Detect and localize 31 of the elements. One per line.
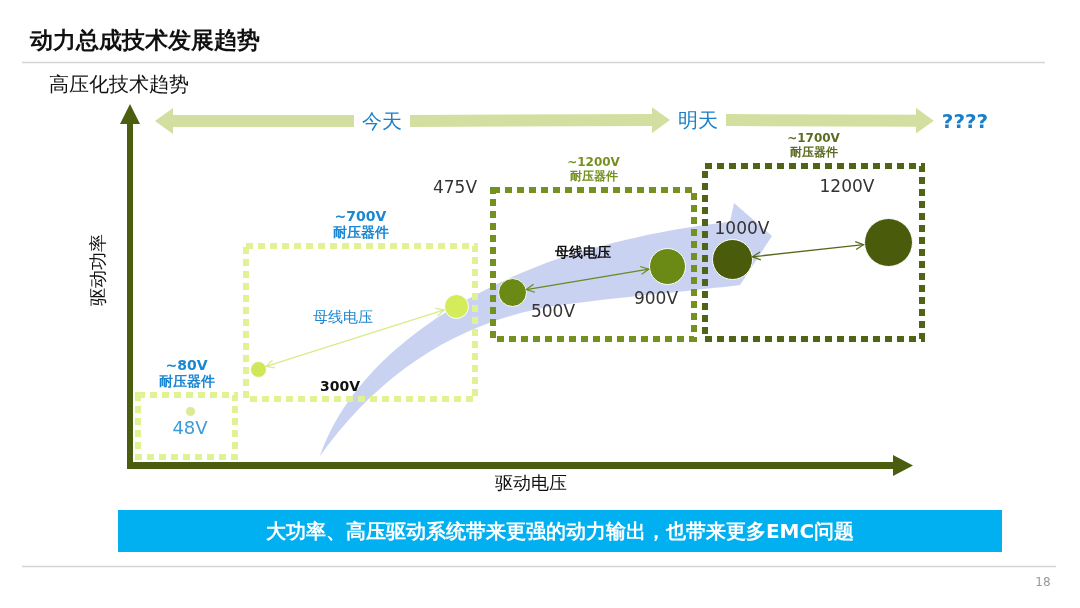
double-arrow [751, 241, 865, 261]
voltage-value: 48V [172, 417, 208, 439]
timeline-arrow [725, 107, 934, 134]
time-label: 今天 [354, 109, 410, 133]
range-heading: ~700V 耐压器件 [332, 207, 389, 240]
range-heading: ~1700V 耐压器件 [787, 132, 840, 160]
voltage-value: 1000V [714, 217, 770, 239]
double-arrow [265, 307, 445, 369]
voltage-value: 475V [432, 176, 478, 198]
data-point-dot [184, 405, 196, 417]
double-arrow [525, 265, 650, 293]
edge-label: 母线电压 [313, 308, 373, 326]
voltage-value: 900V [633, 287, 679, 309]
time-label: ???? [933, 109, 997, 133]
axis-title: 驱动电压 [495, 472, 567, 494]
axis-title: 驱动功率 [87, 234, 109, 306]
data-point-dot [249, 360, 267, 378]
section-heading: 高压化技术趋势 [49, 72, 189, 96]
voltage-value: 300V [319, 377, 361, 395]
voltage-value: 500V [530, 300, 576, 322]
range-heading: ~80V 耐压器件 [158, 356, 215, 389]
edge-label: 母线电压 [555, 243, 611, 261]
time-label: 明天 [670, 108, 726, 132]
page-number: 18 [1035, 574, 1051, 590]
summary-banner: 大功率、高压驱动系统带来更强的动力输出，也带来更多EMC问题 [118, 510, 1002, 552]
data-point-dot [443, 293, 469, 319]
voltage-value: 1200V [819, 175, 875, 197]
timeline-arrow [409, 107, 670, 134]
range-heading: ~1200V 耐压器件 [567, 156, 620, 184]
timeline-arrow [155, 108, 354, 134]
slide-title: 动力总成技术发展趋势 [30, 27, 260, 55]
